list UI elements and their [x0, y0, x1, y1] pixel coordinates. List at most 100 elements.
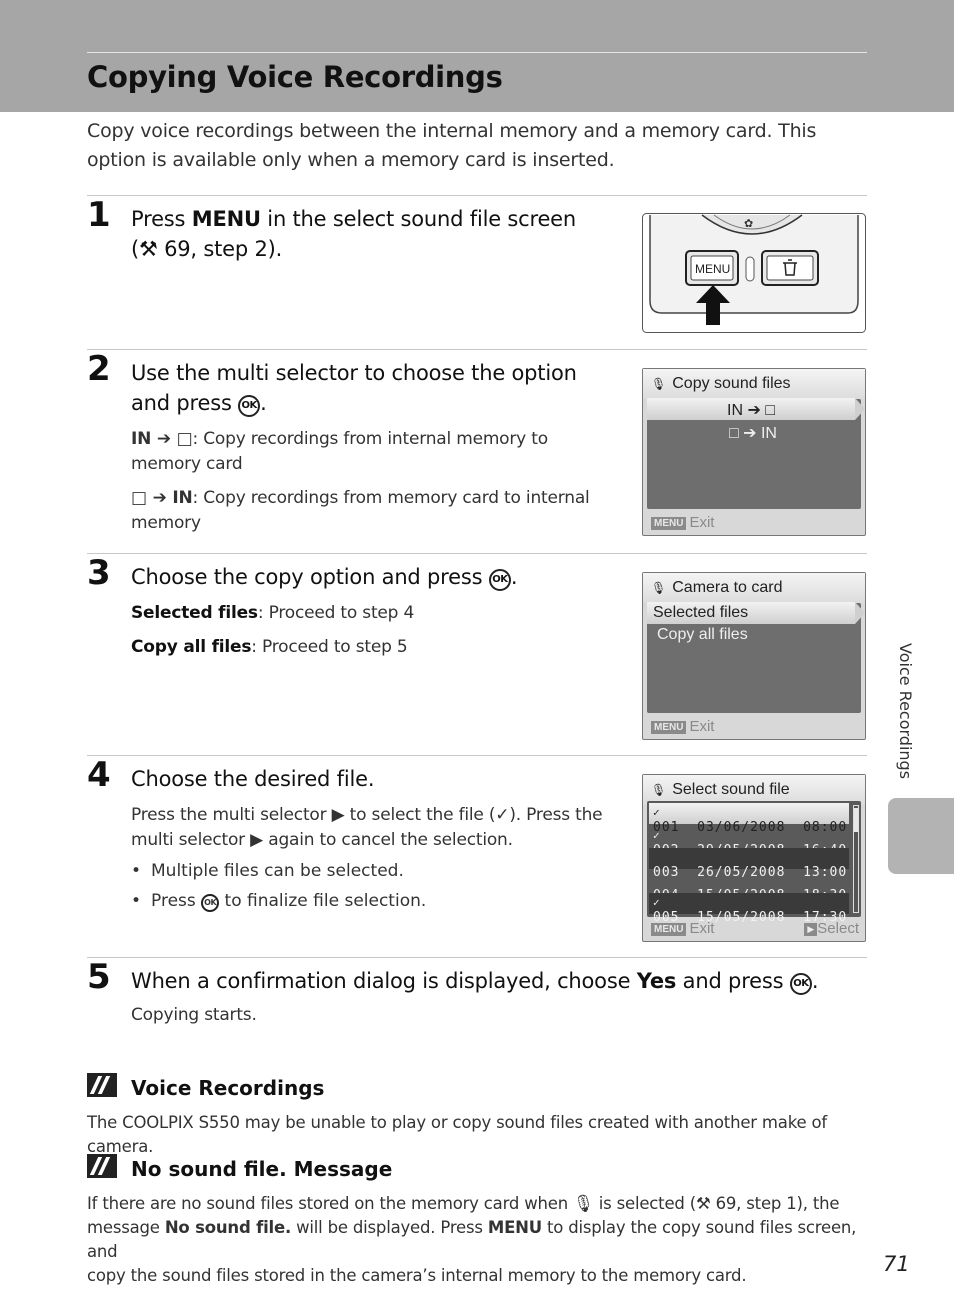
menu-row-copy-all-files[interactable]: Copy all files [657, 626, 748, 643]
check-icon: ✓ [653, 896, 661, 909]
file-row[interactable]: 003 26/05/2008 13:00 [649, 848, 849, 880]
bullet-text-a: Press [151, 891, 202, 911]
step3-option-1: Selected files: Proceed to step 4 [131, 601, 414, 626]
note2-body: If there are no sound files stored on th… [87, 1192, 877, 1288]
note-body: The COOLPIX S550 may be unable to play o… [87, 1113, 827, 1156]
bullet-dot: • [131, 891, 142, 911]
side-tab [888, 798, 954, 874]
step4-body-1: Press the multi selector ▶ to select the… [131, 805, 603, 825]
step5-text-a: When a confirmation dialog is displayed,… [131, 969, 637, 993]
screen-title-bar: 🎙Copy sound files [643, 369, 865, 399]
menu-button-label: MENU [695, 262, 730, 276]
file-date: 26/05/2008 [697, 865, 786, 880]
svg-text:✿: ✿ [744, 217, 753, 230]
option-2-desc-2: memory [131, 513, 201, 533]
menu-row-internal-to-card[interactable]: IN ➔ □ [647, 398, 865, 420]
step4-body-2: multi selector ▶ again to cancel the sel… [131, 830, 513, 850]
file-row[interactable]: 004 15/05/2008 18:30 [649, 871, 849, 903]
internal-to-card-icon: IN ➔ □ [131, 429, 193, 449]
file-row[interactable]: ✓001 03/06/2008 08:00 [649, 803, 849, 835]
step4-body: Press the multi selector ▶ to select the… [131, 803, 621, 853]
trash-icon [783, 259, 797, 276]
note2-text: ⚒ 69, step 1), the [695, 1194, 840, 1213]
step-number-4: 4 [87, 755, 111, 795]
select-label: Select [817, 920, 859, 937]
file-row[interactable]: ✓005 15/05/2008 17:30 [649, 893, 849, 925]
option-desc: : Proceed to step 4 [257, 603, 415, 623]
screen-title: Camera to card [672, 579, 783, 596]
option-bold: Selected files [131, 603, 258, 623]
note-title: Voice Recordings [131, 1076, 325, 1100]
step2-text-a: Use the multi selector to choose the opt… [131, 361, 577, 385]
menu-chip: MENU [651, 923, 687, 936]
side-tab-label: Voice Recordings [893, 643, 919, 783]
option-1-desc: : Copy recordings from internal memory t… [192, 429, 549, 449]
screen-title-bar: 🎙 Select sound file [643, 775, 865, 805]
ok-icon: OK [238, 395, 261, 417]
file-date: 15/05/2008 [697, 910, 786, 925]
right-arrow-icon: ▶ [804, 923, 818, 936]
scrollbar-thumb[interactable] [854, 808, 858, 832]
file-number: 003 [653, 865, 680, 880]
bullet-item: • Multiple files can be selected. [131, 859, 404, 884]
header-rule [87, 52, 867, 53]
file-time: 13:00 [803, 865, 848, 880]
scrollbar[interactable] [853, 805, 859, 913]
menu-glyph: MENU [191, 207, 261, 231]
file-time: 08:00 [803, 820, 848, 835]
step2-text-b: and press [131, 391, 239, 415]
step2-option-1: IN ➔ □: Copy recordings from internal me… [131, 427, 611, 477]
step4-heading: Choose the desired file. [131, 767, 375, 791]
menu-chip: MENU [651, 517, 687, 530]
file-date: 03/06/2008 [697, 820, 786, 835]
select-hint: ▶Select [804, 920, 859, 937]
voice-mic-icon: 🎙 [651, 377, 667, 391]
step3-option-2: Copy all files: Proceed to step 5 [131, 635, 408, 660]
step5-body: Copying starts. [131, 1005, 257, 1025]
screen-select-sound-file: 🎙Select sound file ✓001 03/06/2008 08:00… [642, 774, 866, 942]
voice-mic-icon: 🎙 [651, 581, 667, 595]
note-title: No sound file. Message [131, 1157, 393, 1181]
bullet-item: • Press OK to finalize file selection. [131, 889, 426, 914]
note2-text: message [87, 1218, 165, 1237]
bullet-dot: • [131, 861, 142, 881]
step5-yes: Yes [636, 969, 677, 993]
screen-title: Select sound file [672, 781, 790, 798]
file-row[interactable]: ✓002 29/05/2008 16:40 [649, 826, 849, 858]
note2-text: is selected ( [593, 1194, 696, 1213]
step-number-2: 2 [87, 349, 111, 389]
step1-heading: Press MENU in the select sound file scre… [131, 204, 576, 264]
intro-paragraph: Copy voice recordings between the intern… [87, 120, 817, 171]
step-number-1: 1 [87, 195, 111, 235]
menu-row-selected-files[interactable]: Selected files [647, 602, 865, 624]
ok-icon: OK [201, 894, 220, 912]
step2-heading: Use the multi selector to choose the opt… [131, 358, 577, 418]
file-number: 001 [653, 820, 680, 835]
menu-chip: MENU [651, 721, 687, 734]
header-band [0, 0, 954, 112]
option-bold: Copy all files [131, 637, 252, 657]
step-number-5: 5 [87, 957, 111, 997]
exit-label: Exit [689, 514, 715, 531]
screen-camera-to-card: 🎙 Camera to card Selected files Copy all … [642, 572, 866, 740]
bullet-text-b: to finalize file selection. [219, 891, 427, 911]
check-icon: ✓ [653, 829, 661, 842]
screen-title-bar: 🎙 Camera to card [643, 573, 865, 603]
menu-glyph: MENU [487, 1218, 542, 1237]
step5-text-c: . [811, 969, 819, 993]
divider [87, 553, 867, 554]
bullet-text: Multiple files can be selected. [151, 861, 404, 881]
ok-icon: OK [789, 973, 812, 995]
option-2-desc: : Copy recordings from memory card to in… [192, 488, 590, 508]
menu-row-card-to-internal[interactable]: □ ➔ IN [729, 425, 777, 442]
step2-option-2: □ ➔ IN: Copy recordings from memory card… [131, 486, 611, 536]
note2-text: copy the sound files stored in the camer… [87, 1266, 747, 1285]
step2-text-c: . [260, 391, 267, 415]
voice-mic-icon: 🎙 [651, 783, 667, 797]
card-to-internal-icon: □ ➔ IN [131, 488, 193, 508]
divider [87, 957, 867, 958]
step1-text-a: Press [131, 207, 192, 231]
